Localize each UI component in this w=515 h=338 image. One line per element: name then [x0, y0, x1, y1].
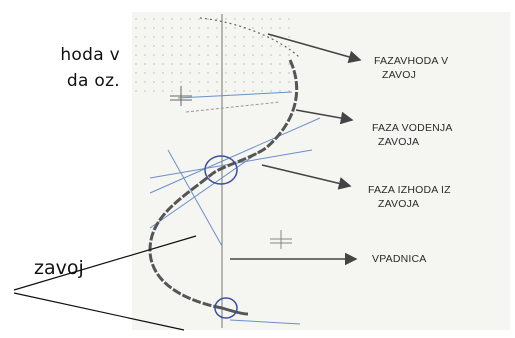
- label-guiding-line-2: ZAVOJA: [378, 136, 420, 148]
- label-entry-phase: FAZAVHODA V ZAVOJ: [374, 54, 448, 82]
- tangent-line-2: [149, 149, 263, 229]
- exit-circle: [204, 155, 238, 185]
- label-exit-line-2: ZAVOJA: [378, 198, 420, 210]
- intro-text-line-2: da oz.: [66, 71, 120, 91]
- label-guiding-phase: FAZA VODENJA ZAVOJA: [372, 121, 453, 149]
- ski-track-tail: [221, 306, 249, 316]
- helper-line-2: [185, 101, 281, 113]
- ski-track-curve: [148, 59, 299, 310]
- bottom-circle: [214, 297, 238, 319]
- plus-marker-upper: [170, 86, 192, 106]
- label-guiding-line-1: FAZA VODENJA: [372, 122, 453, 134]
- arrow-exit: [261, 164, 352, 190]
- pointer-line-upper: [13, 235, 197, 291]
- helper-line-4: [229, 319, 301, 325]
- arrow-entry: [267, 33, 362, 64]
- helper-line-3: [167, 149, 223, 247]
- label-entry-line-2: ZAVOJ: [382, 69, 417, 81]
- label-exit-line-1: FAZA IZHODA IZ: [368, 184, 451, 196]
- label-fall-line-text: VPADNICA: [372, 253, 427, 265]
- pointer-line-lower: [13, 292, 185, 331]
- label-entry-line-1: FAZAVHODA V: [374, 55, 449, 67]
- intro-text-line-1: hoda v: [60, 45, 120, 65]
- label-exit-phase: FAZA IZHODA IZ ZAVOJA: [368, 183, 451, 211]
- dotted-grid: [135, 14, 295, 99]
- intro-text-fragment: hoda v da oz.: [0, 42, 120, 94]
- helper-line-1: [177, 91, 293, 99]
- label-fall-line: VPADNICA: [372, 252, 427, 266]
- tangent-line-1: [149, 117, 321, 194]
- plus-marker-lower: [270, 230, 292, 249]
- arrow-guiding: [295, 109, 354, 125]
- arc-top-dotted: [199, 17, 301, 59]
